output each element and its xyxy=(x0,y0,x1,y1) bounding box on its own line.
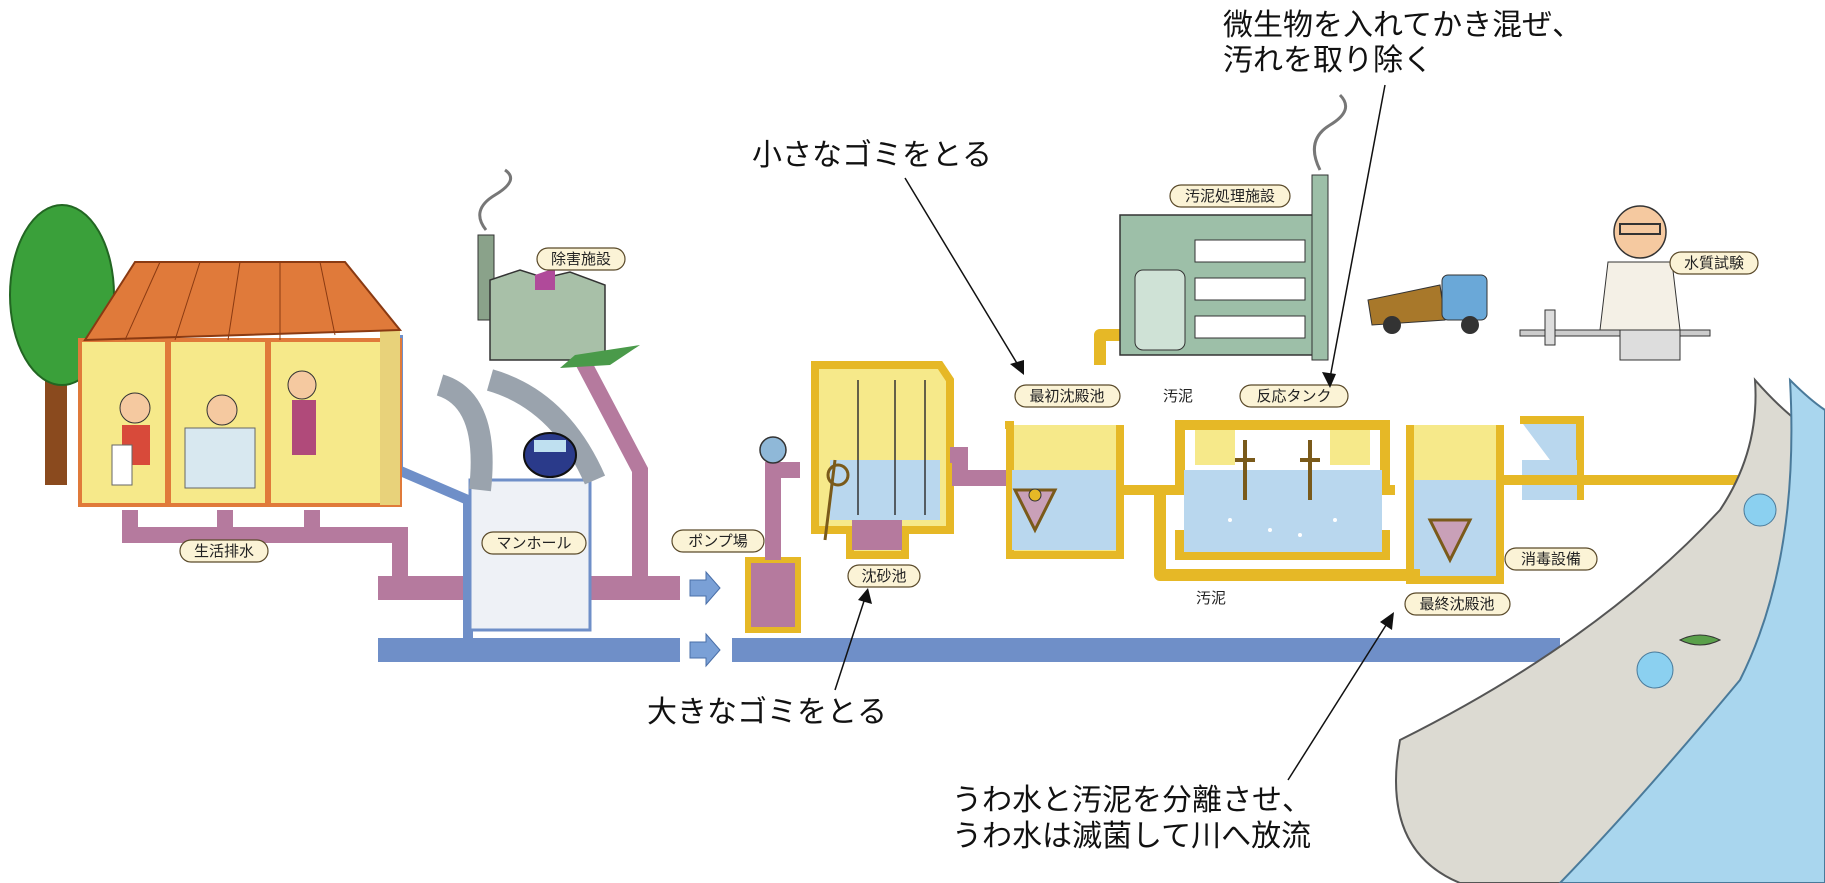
annotation-small-debris-pointer xyxy=(904,177,1019,366)
flow-arrows xyxy=(689,570,721,668)
tag-reaction-tank-text: 反応タンク xyxy=(1256,387,1331,405)
dump-truck xyxy=(1367,274,1488,334)
tag-primary-settling-text: 最初沈殿池 xyxy=(1029,387,1104,405)
pump-riser xyxy=(765,462,800,560)
final-settling-tank xyxy=(1406,425,1504,584)
annotation-microbes-pointer xyxy=(1329,84,1386,379)
annotation-large-debris-text: 大きなゴミをとる xyxy=(647,695,887,730)
annotation-large-debris: 大きなゴミをとる xyxy=(647,588,887,730)
pump-well xyxy=(745,557,801,633)
manhole-shaft xyxy=(468,478,592,632)
road-curve xyxy=(436,369,606,492)
tag-manhole-text: マンホール xyxy=(496,534,571,552)
tag-grit-chamber: 沈砂池 xyxy=(847,564,921,588)
annotation-separate-pointer xyxy=(1287,621,1389,781)
grit-chamber-tank xyxy=(811,361,954,559)
annotation-small-debris: 小さなゴミをとる xyxy=(752,138,1024,375)
annotation-separate: うわ水と汚泥を分離させ、 うわ水は滅菌して川へ放流 xyxy=(952,612,1394,854)
tag-abatement-facility: 除害施設 xyxy=(536,247,626,271)
annotation-microbes: 微生物を入れてかき混ぜ、 汚れを取り除く xyxy=(1223,8,1582,388)
reaction-tank xyxy=(1120,420,1395,560)
house-drain-pipe xyxy=(122,510,408,588)
tag-household-wastewater-text: 生活排水 xyxy=(194,542,254,560)
house xyxy=(9,204,403,507)
tag-primary-settling: 最初沈殿池 xyxy=(1014,384,1121,408)
annotation-small-debris-text: 小さなゴミをとる xyxy=(752,138,992,173)
tag-sludge-treatment-text: 汚泥処理施設 xyxy=(1185,187,1275,205)
tag-disinfection-text: 消毒設備 xyxy=(1521,550,1581,568)
abatement-facility-building xyxy=(477,168,640,368)
label-sludge-bottom: 汚泥 xyxy=(1196,589,1226,607)
annotation-microbes-line1: 微生物を入れてかき混ぜ、 xyxy=(1223,8,1582,43)
tag-pump-station: ポンプ場 xyxy=(671,529,765,553)
tag-household-wastewater: 生活排水 xyxy=(179,539,269,563)
primary-settling-tank xyxy=(1005,421,1124,559)
annotation-separate-line2: うわ水は滅菌して川へ放流 xyxy=(952,819,1311,854)
disinfection-unit xyxy=(1500,416,1740,500)
label-sludge-top: 汚泥 xyxy=(1163,387,1193,405)
pump-head xyxy=(759,436,787,464)
scientist xyxy=(1519,205,1711,361)
annotation-large-debris-pointer xyxy=(834,597,866,691)
annotation-separate-line1: うわ水と汚泥を分離させ、 xyxy=(952,783,1312,818)
tag-pump-station-text: ポンプ場 xyxy=(688,532,748,550)
facility-outflow-pipe xyxy=(574,356,648,588)
tag-final-settling: 最終沈殿池 xyxy=(1404,592,1511,616)
tag-abatement-facility-text: 除害施設 xyxy=(551,250,611,268)
tag-manhole: マンホール xyxy=(481,531,587,555)
tag-reaction-tank: 反応タンク xyxy=(1239,384,1349,408)
tag-water-quality-test: 水質試験 xyxy=(1669,251,1759,275)
tag-water-quality-test-text: 水質試験 xyxy=(1684,254,1744,272)
tag-disinfection: 消毒設備 xyxy=(1504,547,1598,571)
grit-to-primary-pipe xyxy=(950,447,1010,486)
sludge-treatment-building xyxy=(1119,93,1348,361)
annotation-microbes-line2: 汚れを取り除く xyxy=(1223,43,1433,78)
car xyxy=(523,432,577,478)
tag-sludge-treatment: 汚泥処理施設 xyxy=(1169,184,1291,208)
tag-final-settling-text: 最終沈殿池 xyxy=(1419,595,1494,613)
sludge-pipe-bottom xyxy=(1154,490,1420,581)
tag-grit-chamber-text: 沈砂池 xyxy=(861,567,906,585)
